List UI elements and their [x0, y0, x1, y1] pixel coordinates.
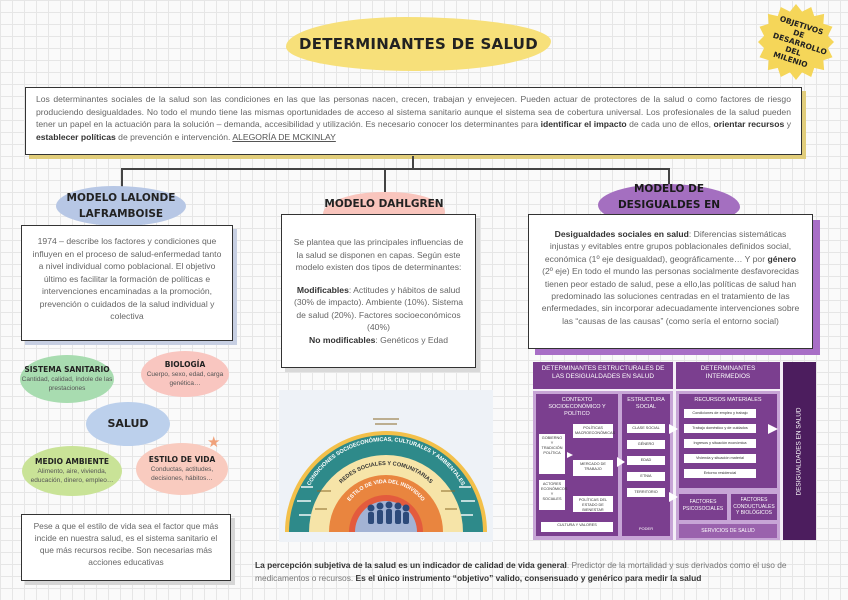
- intro-text: de cada uno de ellos,: [627, 119, 714, 129]
- seal-text: OBJETIVOS DE DESARROLLO DEL MILENIO: [766, 13, 826, 71]
- estructura-label: ESTRUCTURA SOCIAL: [622, 394, 670, 414]
- recurso-item: Trabajo doméstico y de cuidados: [684, 424, 756, 433]
- edad-box: EDAD: [627, 456, 665, 465]
- desigualdades-text: Desigualdades sociales en salud: Diferen…: [539, 228, 802, 327]
- recurso-item: Vivienda y situación material: [684, 454, 756, 463]
- actores-box: ACTORES ECONÓMICOS Y SOCIALES: [539, 480, 565, 510]
- recurso-item: Ingresos y situación económica: [684, 439, 756, 448]
- arrow-icon: [567, 452, 573, 458]
- bubble-title: SISTEMA SANITARIO: [24, 365, 109, 374]
- desig-text: (2º eje) En todo el mundo las personas s…: [542, 266, 800, 326]
- bubble-sistema-sanitario: SISTEMA SANITARIO Cantidad, calidad, índ…: [20, 355, 114, 403]
- gobierno-box: GOBIERNO Y TRADICIÓN POLÍTICA: [539, 434, 565, 474]
- connector: [384, 168, 386, 193]
- recurso-item: Entorno residencial: [684, 469, 756, 478]
- psicosociales-box: FACTORES PSICOSOCIALES: [679, 494, 727, 520]
- lalonde-header: MODELO LALONDE LAFRAMBOISE: [56, 186, 186, 226]
- bubble-title: ESTILO DE VIDA: [149, 455, 216, 464]
- genero-box: GÉNERO: [627, 440, 665, 449]
- note-text: Pese a que el estilo de vida sea el fact…: [34, 521, 219, 567]
- recursos-label: RECURSOS MATERIALES: [679, 394, 777, 407]
- dahlgren-modificables: Modificables: Actitudes y hábitos de sal…: [290, 284, 467, 334]
- title-banner: DETERMINANTES DE SALUD: [286, 17, 551, 71]
- intro-bold: identificar el impacto: [541, 119, 627, 129]
- dahlgren-no-modificables: No modificables: Genéticos y Edad: [290, 334, 467, 347]
- recurso-item: Condiciones de empleo y trabajo: [684, 409, 756, 418]
- intro-bold: orientar recursos: [714, 119, 785, 129]
- arrow-icon: [617, 457, 625, 467]
- header-estructurales: DETERMINANTES ESTRUCTURALES DE LAS DESIG…: [533, 362, 673, 389]
- bubble-biologia: BIOLOGÍA Cuerpo, sexo, edad, carga genét…: [141, 351, 229, 397]
- odm-seal: OBJETIVOS DE DESARROLLO DEL MILENIO: [758, 4, 834, 80]
- conductuales-box: FACTORES CONDUCTUALES Y BIOLÓGICOS: [731, 494, 777, 520]
- lalonde-card: 1974 – describe los factores y condicion…: [21, 225, 233, 341]
- bubble-medio-ambiente: MEDIO AMBIENTE Alimento, aire, vivienda,…: [22, 446, 122, 496]
- politicas-estado-box: POLÍTICAS DEL ESTADO DE BIENESTAR: [573, 496, 613, 512]
- dahlgren-card: Se plantea que las principales influenci…: [281, 214, 476, 368]
- contexto-label: CONTEXTO SOCIOECONÓMICO Y POLÍTICO: [536, 394, 618, 421]
- bottom-note: La percepción subjetiva de la salud es u…: [255, 559, 820, 584]
- desigualdades-bar: DESIGUALDADES EN SALUD: [783, 362, 816, 540]
- dahlgren-rainbow-diagram: CONDICIONES SOCIOECONÓMICAS, CULTURALES …: [279, 390, 493, 542]
- bubble-title: MEDIO AMBIENTE: [35, 457, 109, 466]
- connector: [121, 168, 123, 187]
- desigualdades-card: Desigualdades sociales en salud: Diferen…: [528, 214, 813, 349]
- nomod-label: No modificables: [309, 335, 375, 345]
- page-title: DETERMINANTES DE SALUD: [299, 35, 538, 53]
- bubble-title: BIOLOGÍA: [165, 360, 206, 369]
- bubble-desc: Cantidad, calidad, índole de las prestac…: [20, 376, 114, 393]
- clase-box: CLASE SOCIAL: [627, 424, 665, 433]
- bottom-bold: Es el único instrumento “objetivo” valid…: [356, 573, 702, 583]
- territorio-box: TERRITORIO: [627, 488, 665, 497]
- mod-label: Modificables: [297, 285, 349, 295]
- intro-text: y: [784, 119, 791, 129]
- politicas-macro-box: POLÍTICAS MACROECONÓMICAS: [573, 424, 613, 438]
- desigualdades-bar-label: DESIGUALDADES EN SALUD: [796, 407, 803, 495]
- cultura-box: CULTURA Y VALORES: [541, 522, 613, 532]
- intro-box: Los determinantes sociales de la salud s…: [25, 87, 802, 155]
- mckinlay-link[interactable]: ALEGORÍA DE MCKINLAY: [232, 132, 335, 142]
- lalonde-text: 1974 – describe los factores y condicion…: [33, 236, 222, 321]
- poder-label: PODER: [627, 524, 665, 533]
- desig-bold: Desigualdades sociales en salud: [555, 229, 689, 239]
- estructura-box: ESTRUCTURA SOCIAL: [622, 394, 670, 536]
- bubble-desc: Cuerpo, sexo, edad, carga genética…: [141, 371, 229, 388]
- desigualdades-diagram: DETERMINANTES ESTRUCTURALES DE LAS DESIG…: [533, 362, 816, 540]
- connector: [121, 168, 669, 170]
- desig-bold: género: [767, 254, 796, 264]
- bubble-salud: SALUD: [86, 402, 170, 446]
- star-icon: ★: [207, 433, 220, 451]
- arrow-icon: [669, 424, 678, 434]
- arrow-icon: [768, 424, 778, 434]
- nomod-text: : Genéticos y Edad: [375, 335, 448, 345]
- intro-bold: establecer políticas: [36, 132, 116, 142]
- bottom-bold: La percepción subjetiva de la salud es u…: [255, 560, 567, 570]
- arrow-icon: [669, 492, 678, 502]
- salud-center-label: SALUD: [107, 417, 148, 430]
- lalonde-note: Pese a que el estilo de vida sea el fact…: [21, 514, 231, 581]
- bubble-desc: Alimento, aire, vivienda, educación, din…: [22, 468, 122, 485]
- dahlgren-intro: Se plantea que las principales influenci…: [290, 236, 467, 274]
- intro-text: de prevención e intervención.: [116, 132, 233, 142]
- servicios-box: SERVICIOS DE SALUD: [679, 524, 777, 538]
- etnia-box: ETNIA: [627, 472, 665, 481]
- bubble-desc: Conductas, actitudes, decisiones, hábito…: [136, 466, 228, 483]
- header-intermedios: DETERMINANTES INTERMEDIOS: [676, 362, 780, 389]
- mercado-box: MERCADO DE TRABAJO: [573, 460, 613, 476]
